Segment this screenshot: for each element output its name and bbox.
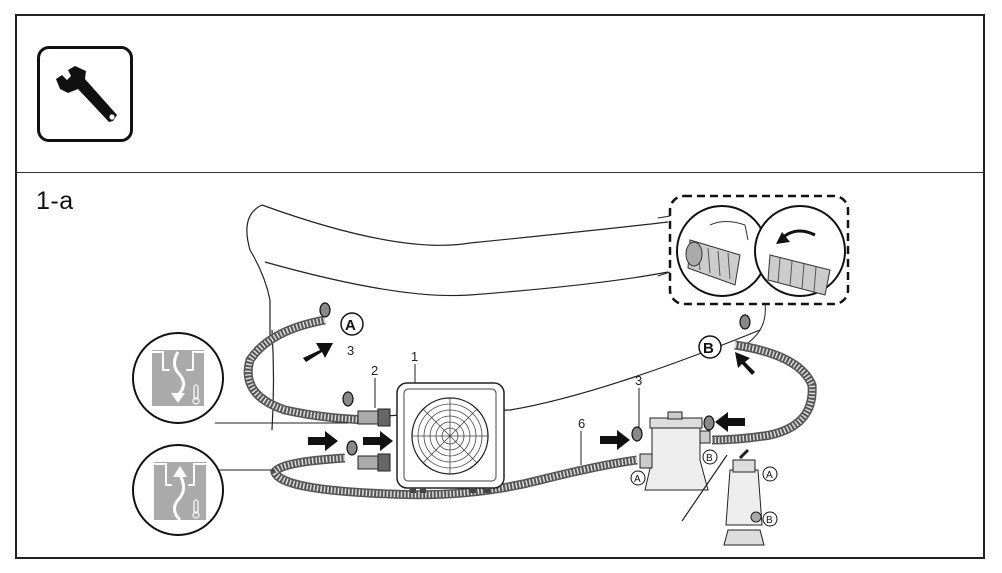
sand-filter-pump	[723, 448, 765, 546]
part-label-adapter: 2	[371, 363, 378, 378]
section-divider	[17, 172, 983, 173]
hose-lower	[270, 453, 638, 500]
thermometer-icon	[192, 499, 200, 519]
heat-pump-unit	[396, 382, 505, 493]
sand-filter-label-A: A	[762, 466, 778, 482]
part-label-heat-pump: 1	[411, 349, 418, 364]
arrow-icon	[735, 352, 755, 375]
part-label-clamp: 3	[347, 343, 354, 358]
arrow-up-icon	[173, 466, 187, 477]
svg-text:A: A	[634, 474, 641, 485]
step-label: 1-a	[36, 187, 74, 215]
filter-pump	[639, 411, 711, 491]
connection-label-A: A	[340, 312, 364, 336]
hose-upper	[243, 315, 381, 425]
part-label-clamp: 3	[635, 373, 642, 388]
part-label-hose: 6	[578, 416, 585, 431]
arrow-icon	[308, 431, 338, 451]
detail-circle-sliding-clamp	[676, 205, 768, 297]
svg-text:B: B	[703, 340, 714, 357]
arrow-down-icon	[171, 393, 185, 403]
hose-clamps	[319, 302, 751, 456]
filter-label-B: B	[702, 449, 718, 465]
arrow-icon	[600, 430, 630, 450]
svg-text:B: B	[706, 453, 713, 464]
direction-arrows	[303, 343, 755, 451]
svg-text:A: A	[345, 317, 356, 334]
hose-clamp-detail-inset	[668, 194, 850, 306]
detail-circle-tightening-clamp	[754, 205, 846, 297]
arrow-icon	[363, 431, 393, 451]
adapter-connectors	[357, 408, 391, 472]
wrench-icon	[56, 66, 117, 122]
connection-label-B: B	[698, 335, 722, 359]
svg-text:A: A	[766, 470, 773, 481]
arrow-icon	[303, 343, 333, 362]
sand-filter-label-B: B	[762, 511, 778, 527]
hose-right	[711, 340, 817, 445]
arrow-icon	[715, 412, 745, 432]
thermometer-icon	[192, 384, 200, 405]
svg-text:B: B	[766, 515, 773, 526]
filter-label-A: A	[630, 470, 646, 486]
callout-water-outflow	[132, 332, 224, 424]
wrench-icon-box	[37, 46, 133, 142]
callout-water-inflow	[132, 444, 224, 536]
